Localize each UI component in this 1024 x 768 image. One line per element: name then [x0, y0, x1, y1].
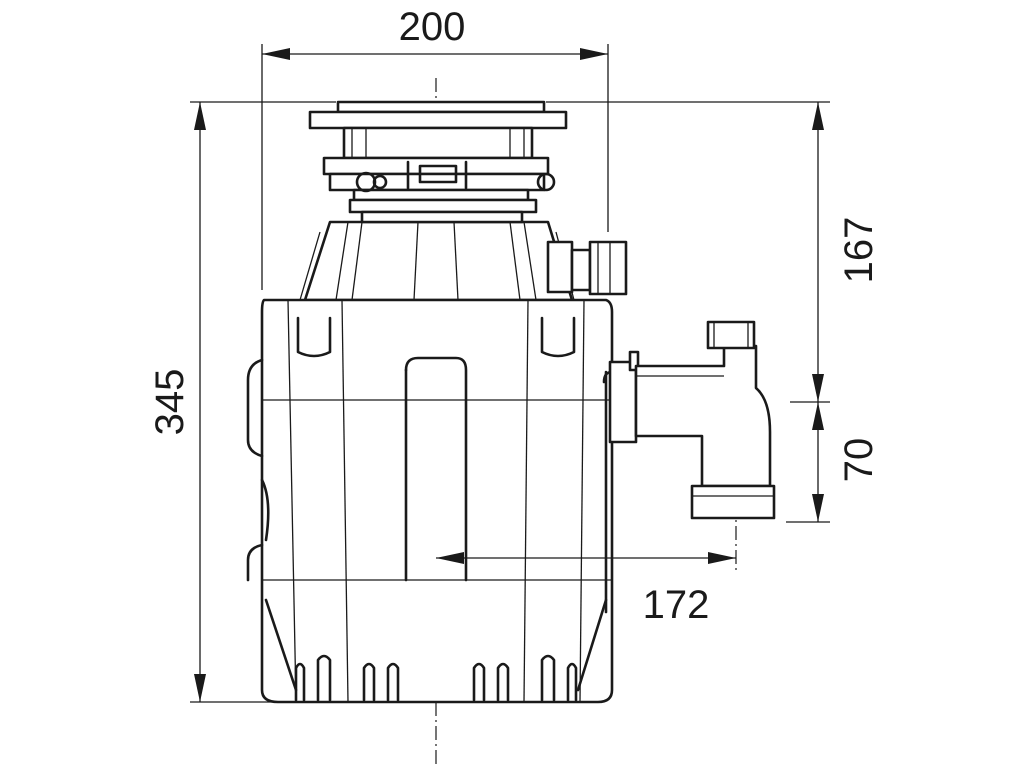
- disposer-body: [246, 220, 614, 704]
- offset-label: 172: [643, 583, 710, 627]
- dimension-height: 345: [148, 101, 336, 703]
- dimension-width: 200: [261, 5, 609, 290]
- upper-height-label: 167: [837, 217, 881, 284]
- dimension-offset: 172: [436, 552, 736, 627]
- dishwasher-inlet: [546, 240, 628, 296]
- dimension-upper: 167: [546, 101, 881, 403]
- height-label: 345: [148, 369, 192, 436]
- dimension-outlet: 70: [786, 402, 881, 523]
- mounting-ring: [322, 156, 556, 224]
- outlet-height-label: 70: [837, 438, 881, 483]
- width-label: 200: [399, 5, 466, 49]
- sink-flange: [308, 100, 568, 160]
- drain-elbow: [608, 320, 776, 520]
